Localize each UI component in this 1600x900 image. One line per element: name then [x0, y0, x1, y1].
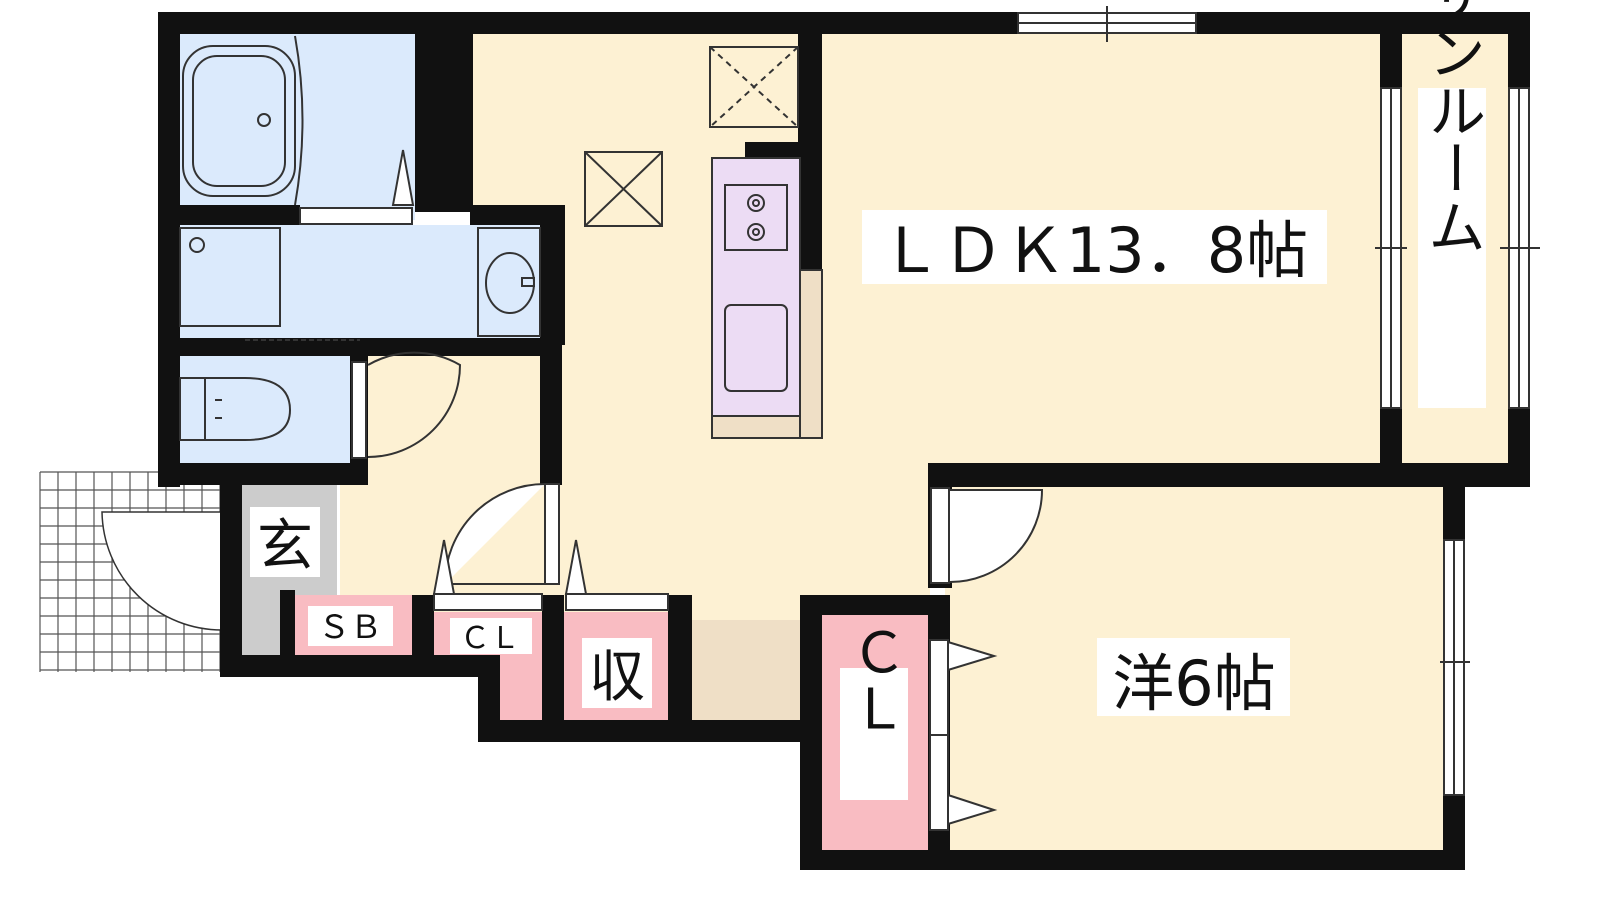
front-door-swing	[101, 511, 223, 631]
shoe-box-label: ＳＢ	[318, 608, 382, 646]
closet-bedroom-label: ＣＬ	[842, 624, 907, 736]
closet-small-label: ＣＬ	[460, 621, 520, 656]
fixtures	[179, 35, 1044, 831]
window-bathroom-slot	[299, 207, 413, 225]
kitchen-sink-icon	[724, 304, 788, 392]
laundry-pan-icon	[179, 227, 281, 327]
fridge-space-icon	[584, 151, 663, 227]
bedroom-door-swing	[949, 489, 1044, 583]
sunroom-label: サンルーム	[1418, 0, 1486, 255]
ldk-label: ＬＤＫ13．8帖	[880, 214, 1308, 287]
toilet-icon	[204, 377, 292, 441]
toilet-door-swing	[367, 351, 462, 458]
sink-counter	[477, 227, 541, 337]
windows	[299, 6, 1540, 796]
washroom-floor	[175, 225, 545, 340]
room-labels: ＬＤＫ13．8帖 サンルーム 洋6帖 玄 ＳＢ ＣＬ 収 ＣＬ	[250, 0, 1486, 800]
entrance-label: 玄	[257, 514, 313, 579]
western-label: 洋6帖	[1112, 647, 1275, 720]
walls	[158, 12, 1530, 870]
bathtub-icon	[182, 45, 296, 197]
pantry-space-icon	[709, 46, 799, 128]
counter-floor	[690, 620, 800, 720]
storage-label: 収	[589, 645, 645, 710]
closet-small-floor-lower	[498, 655, 542, 720]
